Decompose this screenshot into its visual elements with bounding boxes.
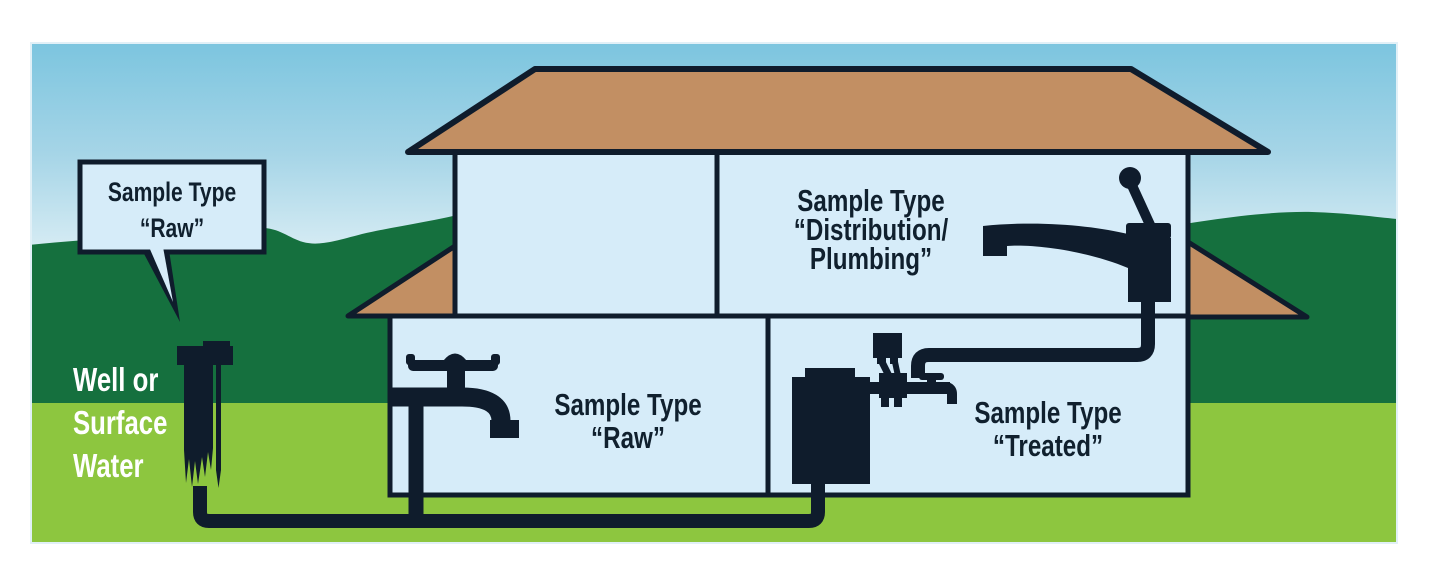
label-line: “Treated” — [992, 428, 1104, 463]
spigot-faucet-icon — [390, 353, 519, 438]
basement-raw-label: Sample Type “Raw” — [554, 388, 701, 454]
label-line: “Distribution/ — [793, 212, 949, 247]
label-line: “Raw” — [139, 213, 205, 243]
well-source-label: Well or Surface Water — [73, 358, 167, 487]
well-pump-icon — [177, 341, 233, 488]
label-line: Sample Type — [107, 177, 237, 207]
water-pipe-treated — [911, 296, 1155, 378]
sample-tap-icon — [919, 373, 957, 404]
bubble-label-raw: Sample Type “Raw” — [108, 174, 236, 246]
speech-bubble — [77, 159, 267, 322]
label-line: Well or — [73, 361, 159, 398]
label-line: Plumbing” — [809, 241, 933, 276]
lever-faucet-icon — [983, 167, 1171, 302]
water-pipe-underground — [193, 400, 825, 528]
label-line: Sample Type — [797, 183, 945, 218]
upstairs-distribution-label: Sample Type “Distribution/ Plumbing” — [793, 183, 949, 276]
label-line: Water — [73, 447, 144, 484]
label-line: Surface — [73, 404, 168, 441]
label-line: Sample Type — [554, 387, 702, 422]
basement-treated-label: Sample Type “Treated” — [974, 396, 1121, 462]
main-roof — [405, 66, 1271, 155]
label-line: “Raw” — [591, 420, 665, 455]
illustration-border — [30, 42, 1398, 544]
label-line: Sample Type — [974, 395, 1122, 430]
valve-manifold-icon — [873, 333, 907, 407]
upper-room-left — [452, 149, 720, 319]
